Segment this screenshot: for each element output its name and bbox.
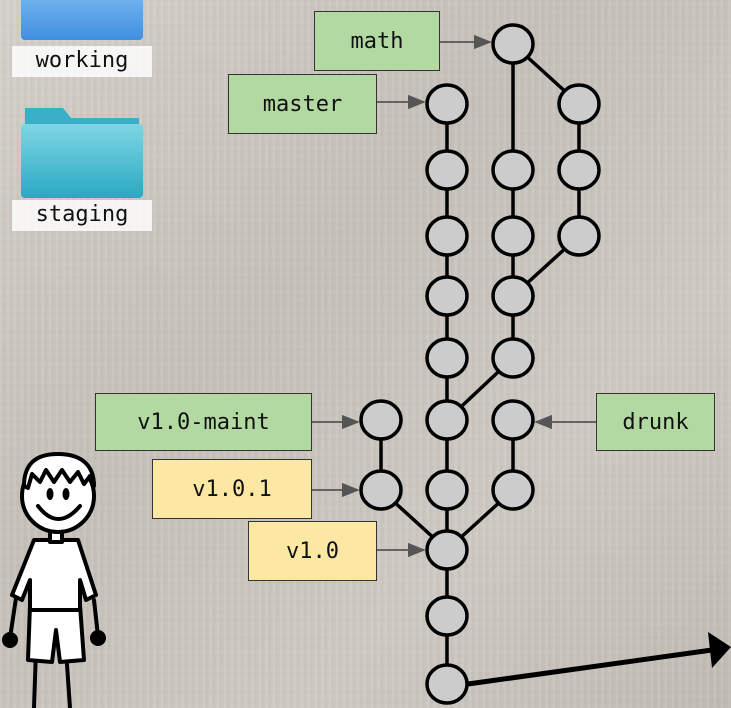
branch-label-drunk[interactable]: drunk [596, 393, 715, 451]
staging-folder-icon [21, 108, 143, 198]
commit-node[interactable] [359, 469, 403, 511]
timeline-arrow-head [708, 632, 731, 668]
stick-figure-icon [2, 452, 106, 708]
commit-node[interactable] [425, 663, 469, 705]
branch-label-v1-0-maint[interactable]: v1.0-maint [95, 393, 312, 451]
commit-nodes [359, 23, 601, 705]
working-folder-icon [21, 0, 143, 40]
commit-node[interactable] [425, 399, 469, 441]
commit-node[interactable] [425, 83, 469, 125]
commit-node[interactable] [425, 149, 469, 191]
folder-label-working: working [12, 46, 152, 77]
commit-node[interactable] [425, 469, 469, 511]
commit-node[interactable] [359, 399, 403, 441]
commit-edges [379, 42, 581, 684]
commit-node[interactable] [491, 399, 535, 441]
commit-node[interactable] [425, 337, 469, 379]
folder-label-staging: staging [12, 200, 152, 231]
commit-node[interactable] [491, 149, 535, 191]
timeline-arrow-shaft [467, 647, 713, 687]
commit-node[interactable] [557, 83, 601, 125]
tag-label-v1-0-1[interactable]: v1.0.1 [152, 459, 312, 519]
commit-node[interactable] [491, 275, 535, 317]
branch-label-master[interactable]: master [228, 74, 377, 134]
commit-node[interactable] [425, 275, 469, 317]
branch-label-math[interactable]: math [314, 11, 440, 71]
commit-node[interactable] [491, 337, 535, 379]
commit-node[interactable] [491, 469, 535, 511]
commit-node[interactable] [491, 23, 535, 65]
timeline-arrow [467, 632, 731, 687]
tag-label-v1-0[interactable]: v1.0 [248, 521, 377, 581]
commit-node[interactable] [425, 215, 469, 257]
commit-node[interactable] [425, 529, 469, 571]
label-arrows [312, 34, 596, 558]
commit-node[interactable] [491, 215, 535, 257]
commit-node[interactable] [557, 149, 601, 191]
commit-node[interactable] [425, 595, 469, 637]
commit-node[interactable] [557, 215, 601, 257]
